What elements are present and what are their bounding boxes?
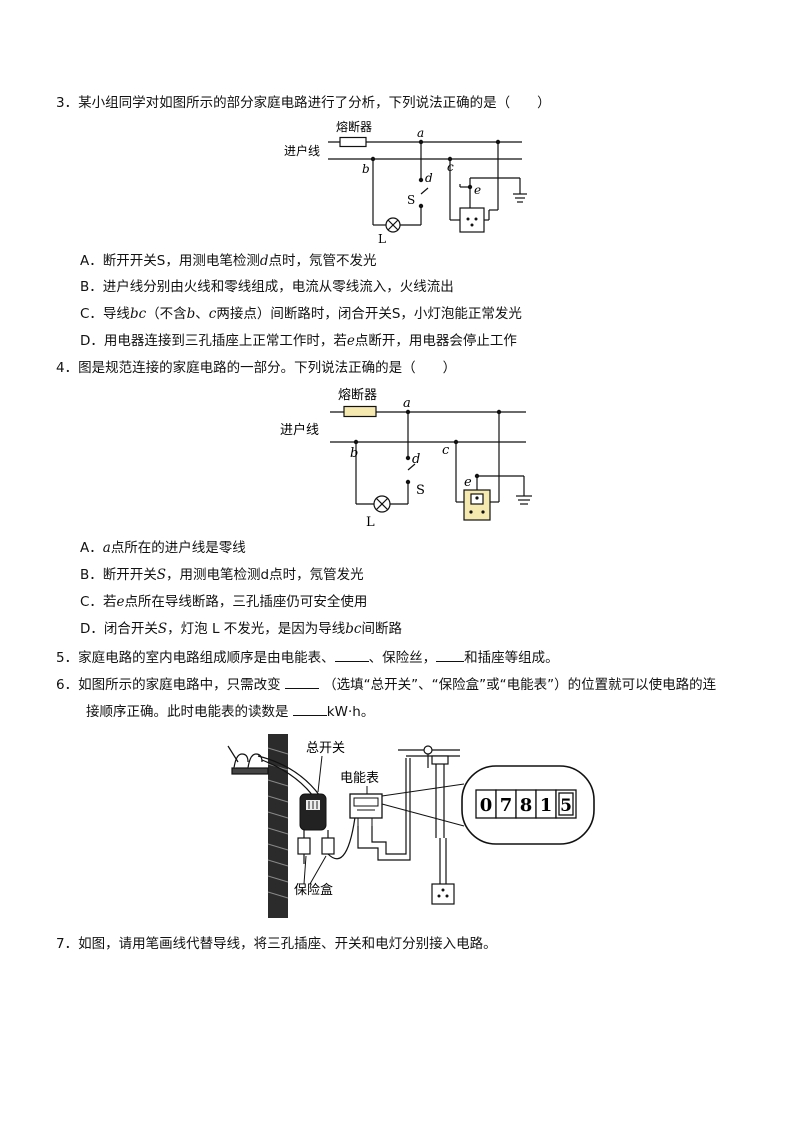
question-text: 图是规范连接的家庭电路的一部分。下列说法正确的是（ ）	[78, 360, 457, 376]
q3-option-a: A．断开开关S，用测电笔检测d点时，氖管不发光	[80, 253, 377, 269]
energy-meter	[349, 793, 383, 826]
q3-option-b: B．进户线分别由火线和零线组成，电流从零线流入，火线流出	[80, 279, 454, 295]
question-4-stem: 4．图是规范连接的家庭电路的一部分。下列说法正确的是（ ）	[56, 358, 456, 378]
switch-label: S	[407, 193, 415, 207]
q3-option-d: D．用电器连接到三孔插座上正常工作时，若e点断开，用电器会停止工作	[80, 333, 517, 349]
question-number: 4．	[56, 360, 79, 376]
switch-label: S	[416, 483, 425, 498]
q3-circuit-diagram: 熔断器 进户线 a b c d e S L	[284, 119, 527, 246]
fuse-label: 熔断器	[336, 119, 372, 134]
meter-digit: 7	[500, 795, 513, 816]
q3-option-c: C．导线bc（不含b、c两接点）间断路时，闭合开关S，小灯泡能正常发光	[80, 306, 522, 322]
meter-digit-decimal: 5	[560, 796, 572, 816]
answer-blank[interactable]	[436, 647, 465, 662]
question-5: 5．家庭电路的室内电路组成顺序是由电能表、、保险丝，和插座等组成。	[56, 647, 559, 668]
fuse-box-label: 保险盒	[294, 882, 333, 898]
point-c-label: c	[447, 160, 454, 174]
inlet-label: 进户线	[280, 422, 319, 438]
answer-blank[interactable]	[292, 701, 327, 716]
question-7: 7．如图，请用笔画线代替导线，将三孔插座、开关和电灯分别接入电路。	[56, 936, 497, 952]
point-d-label: d	[412, 452, 420, 467]
q4-option-c: C．若e点所在导线断路，三孔插座仍可安全使用	[80, 594, 368, 610]
point-e-label: e	[474, 183, 481, 197]
question-text: 某小组同学对如图所示的部分家庭电路进行了分析，下列说法正确的是（ ）	[78, 95, 551, 111]
question-number: 3．	[56, 95, 79, 111]
question-6-line-1: 6．如图所示的家庭电路中，只需改变 （选填“总开关”、“保险盒”或“电能表”）的…	[56, 674, 716, 695]
meter-digit: 0	[480, 795, 493, 816]
answer-blank[interactable]	[334, 647, 369, 662]
point-c-label: c	[442, 443, 450, 458]
point-d-label: d	[425, 171, 433, 185]
energy-meter-label: 电能表	[340, 771, 379, 786]
main-switch	[299, 793, 327, 831]
point-e-label: e	[464, 475, 472, 490]
point-b-label: b	[350, 446, 358, 461]
wall-socket	[431, 838, 455, 905]
meter-digit: 1	[540, 795, 553, 816]
lamp-label: L	[366, 515, 375, 530]
q4-option-a: A．a点所在的进户线是零线	[80, 540, 246, 556]
inlet-label: 进户线	[284, 143, 320, 158]
question-3-stem: 3．某小组同学对如图所示的部分家庭电路进行了分析，下列说法正确的是（ ）	[56, 93, 551, 113]
q6-household-circuit-figure: 总开关 保险盒 电能表	[227, 734, 595, 918]
meter-digit: 8	[520, 795, 533, 816]
answer-blank[interactable]	[284, 674, 319, 689]
q4-option-d: D．闭合开关S，灯泡 L 不发光，是因为导线bc间断路	[80, 621, 402, 637]
point-a-label: a	[403, 396, 411, 411]
point-a-label: a	[417, 126, 424, 140]
point-b-label: b	[362, 162, 370, 176]
fuse-label: 熔断器	[338, 388, 377, 403]
main-switch-label: 总开关	[306, 741, 345, 756]
lamp-label: L	[378, 232, 386, 246]
q4-option-b: B．断开开关S，用测电笔检测d点时，氖管发光	[80, 567, 364, 583]
question-6-line-2: 接顺序正确。此时电能表的读数是 kW·h。	[86, 701, 374, 722]
q4-circuit-diagram: 熔断器 进户线 a b c d e S L	[280, 388, 532, 530]
meter-reading-display: 0 7 8 1 5	[461, 765, 595, 845]
utility-pole	[267, 734, 289, 918]
fuse-boxes	[297, 809, 357, 864]
